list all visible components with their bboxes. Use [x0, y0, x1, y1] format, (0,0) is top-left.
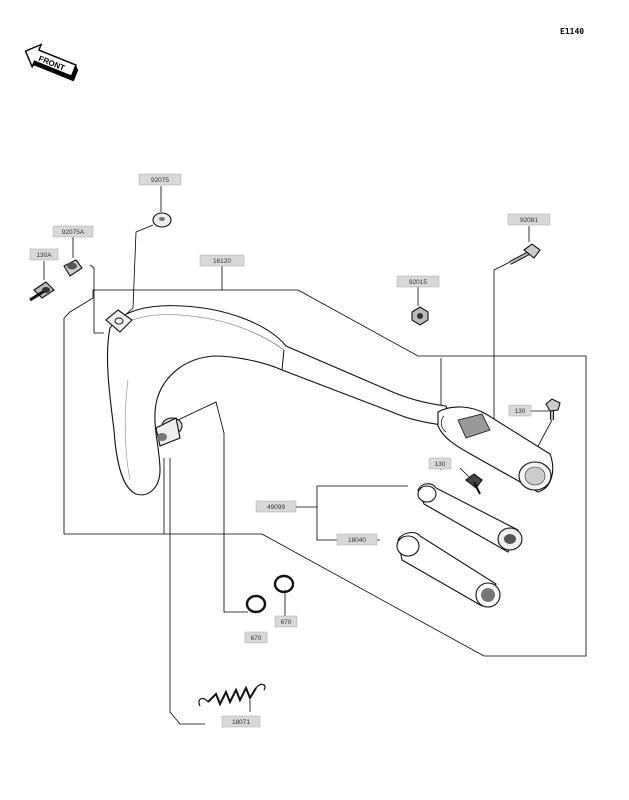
svg-text:130A: 130A: [36, 252, 52, 259]
part-label-130-lower: 130: [428, 457, 452, 470]
svg-text:16120: 16120: [213, 258, 231, 265]
bolt-130-lower: [465, 473, 483, 495]
damper-92075A: [63, 259, 83, 277]
silencer-body: [437, 406, 554, 493]
nut-92015: [411, 306, 429, 326]
part-label-670-right: 670: [274, 615, 298, 628]
svg-text:18040: 18040: [348, 537, 366, 544]
svg-text:92075A: 92075A: [62, 229, 85, 236]
svg-text:130: 130: [515, 408, 526, 415]
diagram-code: E1140: [560, 27, 584, 36]
part-label-130A: 130A: [29, 248, 59, 261]
silencer-core-49099: [417, 483, 523, 553]
spring-hook-boss: [155, 417, 183, 447]
o-ring-670-right: [273, 574, 295, 594]
packing-18040: [396, 531, 501, 608]
part-label-16120: 16120: [199, 254, 245, 267]
front-arrow-icon: FRONT: [24, 43, 79, 82]
svg-text:670: 670: [281, 619, 292, 626]
o-ring-670-left: [245, 594, 267, 614]
washer-92075: [152, 212, 172, 228]
bolt-92081: [509, 243, 541, 265]
svg-text:49099: 49099: [267, 504, 285, 511]
part-label-130-upper: 130: [508, 404, 532, 417]
svg-text:670: 670: [251, 635, 262, 642]
part-label-92075A: 92075A: [52, 225, 94, 238]
part-label-92015: 92015: [396, 275, 440, 288]
svg-text:92081: 92081: [520, 217, 538, 224]
svg-text:92015: 92015: [409, 279, 427, 286]
svg-text:18071: 18071: [232, 719, 250, 726]
svg-text:92075: 92075: [151, 177, 169, 184]
exhaust-pipe-16120: [105, 305, 453, 496]
leader-lines: [43, 186, 587, 725]
part-label-670-left: 670: [244, 631, 268, 644]
bolt-130A: [29, 281, 55, 302]
svg-text:130: 130: [435, 461, 446, 468]
part-label-92075: 92075: [138, 173, 182, 186]
bolt-130-upper: [545, 398, 561, 420]
spring-18071: [198, 683, 266, 707]
part-label-92081: 92081: [507, 213, 551, 226]
part-label-49099: 49099: [255, 500, 297, 513]
part-label-18040: 18040: [336, 533, 378, 546]
part-label-18071: 18071: [221, 715, 261, 728]
